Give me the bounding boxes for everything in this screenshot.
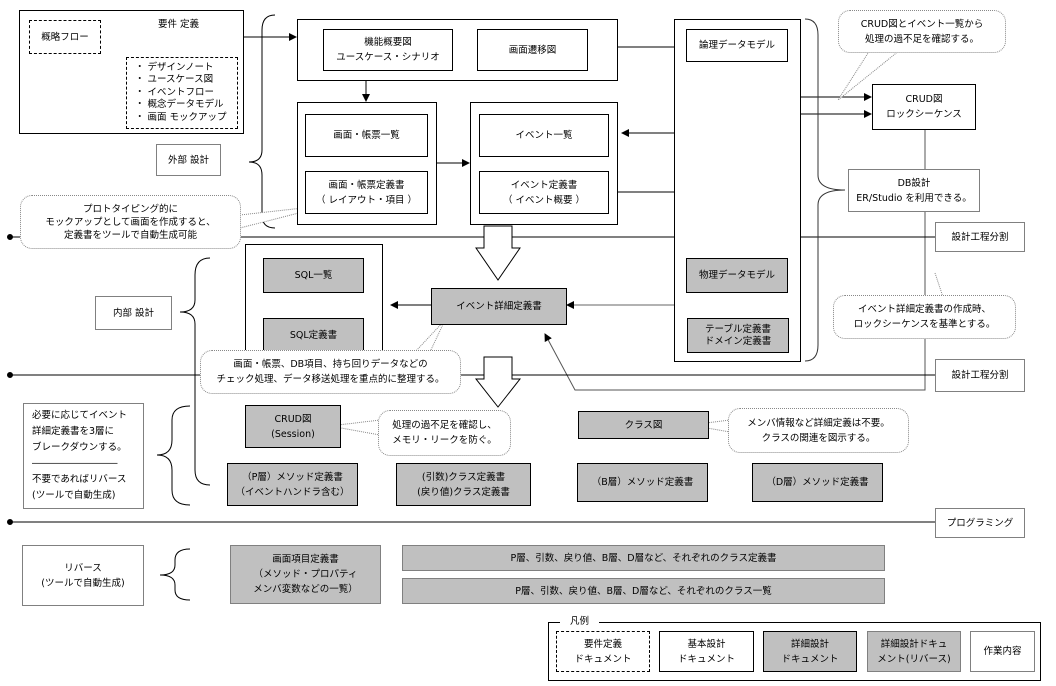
breakdown-note: 必要に応じてイベント 詳細定義書を3層に ブレークダウンする。 ――――――――…: [23, 403, 144, 509]
legend-title: 凡例: [560, 615, 600, 628]
b-method-box: （B層）メソッド定義書: [577, 463, 708, 502]
legend-detail-design: 詳細設計 ドキュメント: [763, 631, 857, 672]
event-list-box: イベント一覧: [479, 114, 609, 157]
screen-def-box: 画面・帳票定義書 （ レイアウト・項目 ）: [305, 171, 428, 214]
event-detail-box: イベント詳細定義書: [431, 288, 567, 325]
legend-work: 作業内容: [970, 631, 1035, 672]
class-defs-bar: P層、引数、戻り値、B層、D層など、それぞれのクラス定義書: [402, 545, 885, 571]
req-item: ・ ユースケース図: [135, 74, 214, 86]
callout-lock-seq: イベント詳細定義書の作成時、 ロックシーケンスを基準とする。: [833, 295, 1016, 339]
table-def-box: テーブル定義書 ドメイン定義書: [687, 318, 789, 353]
data-model-group: [674, 19, 801, 362]
sql-list-box: SQL一覧: [263, 258, 364, 293]
db-design-box: DB設計 ER/Studio を利用できる。: [848, 169, 980, 212]
class-lists-bar: P層、引数、戻り値、B層、D層など、それぞれのクラス一覧: [402, 578, 885, 604]
d-method-box: （D層）メソッド定義書: [752, 463, 883, 502]
req-item: ・ イベントフロー: [135, 86, 215, 98]
func-overview-box: 機能概要図 ユースケース・シナリオ: [323, 29, 453, 71]
requirements-list: ・ デザインノート ・ ユースケース図 ・ イベントフロー ・ 概念データモデル…: [126, 57, 238, 129]
down-arrow-2: [474, 356, 522, 408]
sql-def-box: SQL定義書: [263, 318, 364, 353]
screen-items-box: 画面項目定義書 （メソッド・プロパティ メンバ変数などの一覧）: [230, 545, 381, 604]
logical-model-box: 論理データモデル: [686, 29, 788, 62]
callout-prototyping: プロトタイピング的に モックアップとして画面を作成すると、 定義書をツールで自動…: [20, 195, 241, 249]
legend-requirements: 要件定義 ドキュメント: [556, 631, 650, 672]
crud-session-box: CRUD図 (Session): [245, 405, 341, 448]
screen-list-box: 画面・帳票一覧: [305, 114, 428, 157]
reverse-note: リバース (ツールで自動生成): [22, 545, 144, 606]
p-method-box: （P層）メソッド定義書 （イベントハンドラ含む）: [227, 463, 358, 506]
callout-memory: 処理の過不足を確認し、 メモリ・リークを防ぐ。: [378, 410, 511, 456]
physical-model-box: 物理データモデル: [686, 258, 788, 293]
crud-box: CRUD図 ロックシーケンス: [872, 84, 976, 130]
req-item: ・ 画面 モックアップ: [135, 111, 227, 123]
class-diagram-box: クラス図: [578, 411, 709, 439]
callout-crud-check: CRUD図とイベント一覧から 処理の過不足を確認する。: [838, 10, 1006, 53]
requirements-title: 要件 定義: [158, 19, 200, 30]
event-def-box: イベント定義書 （ イベント概要 ）: [479, 171, 609, 214]
req-item: ・ デザインノート: [135, 61, 214, 73]
down-arrow-1: [475, 225, 521, 281]
callout-check-proc: 画面・帳票、DB項目、持ち回りデータなどの チェック処理、データ移送処理を重点的…: [200, 350, 461, 394]
rough-flow-box: 概略フロー: [29, 20, 101, 54]
split-label-1: 設計工程分割: [935, 222, 1025, 252]
split-label-2: 設計工程分割: [935, 359, 1025, 392]
callout-class-rel: メンバ情報など詳細定義は不要。 クラスの関連を図示する。: [728, 408, 909, 453]
external-design-label: 外部 設計: [156, 144, 221, 176]
screen-transition-box: 画面遷移図: [477, 29, 588, 71]
legend-basic-design: 基本設計 ドキュメント: [659, 631, 754, 672]
legend-detail-reverse: 詳細設計ドキュ メント(リバース): [867, 631, 961, 672]
programming-label: プログラミング: [935, 508, 1025, 538]
arg-class-box: (引数)クラス定義書 (戻り値)クラス定義書: [396, 463, 531, 506]
req-item: ・ 概念データモデル: [135, 99, 224, 111]
internal-design-label: 内部 設計: [95, 296, 172, 330]
